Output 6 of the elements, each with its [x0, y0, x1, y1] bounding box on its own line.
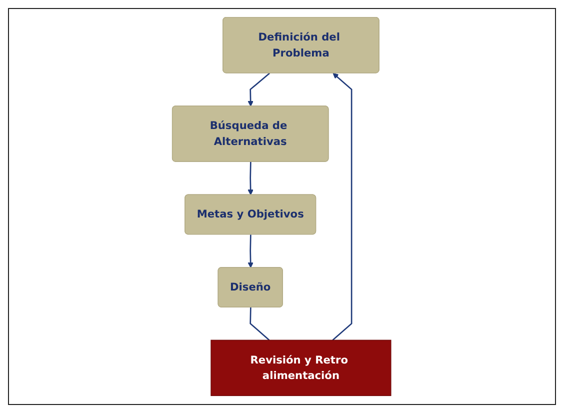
connector	[250, 307, 270, 341]
arrow	[248, 162, 254, 196]
node-box: Revisión y Retro alimentación	[211, 340, 392, 396]
arrow	[332, 72, 353, 341]
arrow	[248, 72, 270, 107]
arrow	[248, 234, 254, 268]
